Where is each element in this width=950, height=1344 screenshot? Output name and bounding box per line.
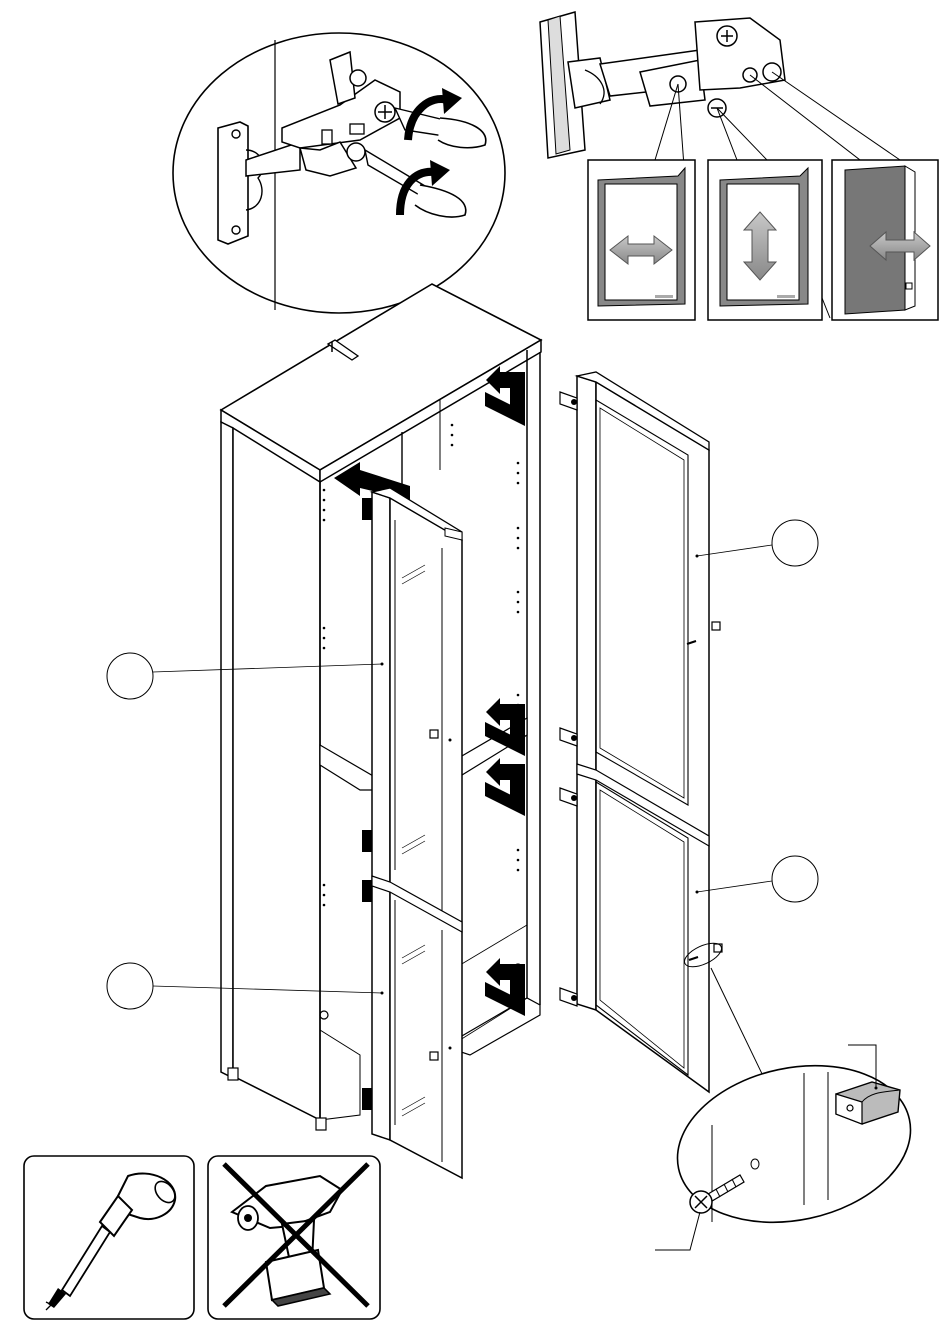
knob-icon <box>712 622 722 952</box>
left-door <box>362 488 462 1178</box>
hinge-magnifier <box>173 33 505 313</box>
adjust-panel-depth <box>832 160 938 320</box>
right-door <box>560 372 725 1092</box>
tool-box-drill <box>208 1156 380 1319</box>
callout-circle-right-upper <box>696 520 819 566</box>
tool-box-screwdriver <box>24 1156 194 1319</box>
hinge-icon <box>362 498 372 1110</box>
adjust-panel-side <box>588 160 695 320</box>
hinge-icon <box>560 392 577 1006</box>
callout-circle-right-lower <box>696 856 819 902</box>
adjust-panel-height <box>708 160 822 320</box>
